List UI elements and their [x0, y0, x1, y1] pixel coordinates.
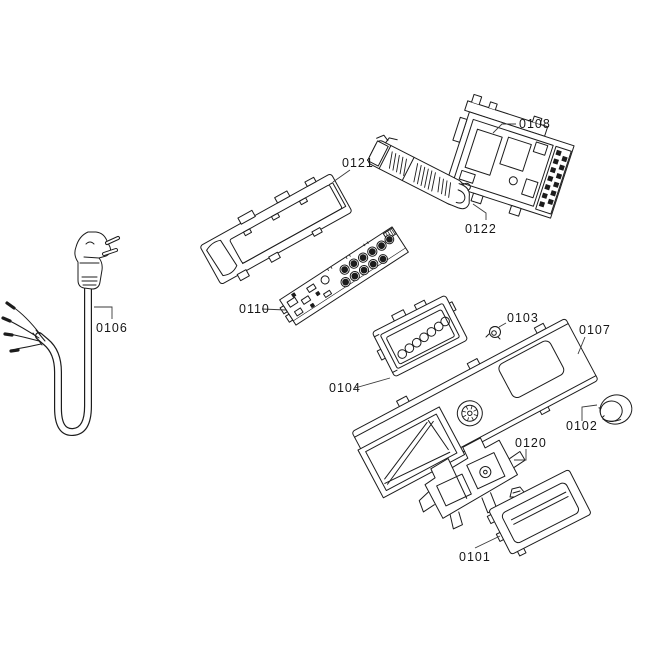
part-control-module: [445, 93, 575, 219]
label-0107: 0107: [579, 323, 611, 337]
label-0108: 0108: [519, 117, 551, 131]
label-0122: 0122: [465, 222, 497, 236]
drawer-surround: [357, 406, 466, 499]
label-0101: 0101: [459, 550, 491, 564]
part-drawer-front: [486, 469, 591, 557]
label-0103: 0103: [507, 311, 539, 325]
label-0104: 0104: [329, 381, 361, 395]
label-0106: 0106: [96, 321, 128, 335]
knob-hole: [456, 400, 483, 427]
part-small-button: [485, 326, 501, 340]
button-knobs-row-2: [340, 254, 388, 288]
label-0120: 0120: [515, 436, 547, 450]
part-display-frame: [372, 295, 468, 377]
label-0110: 0110: [239, 302, 270, 316]
part-power-cord: [1, 231, 120, 436]
part-labels: 0106 0121 0110 0122 0108 0104 0103 0107 …: [96, 117, 611, 564]
label-0102: 0102: [566, 419, 598, 433]
connector-teeth: [538, 149, 568, 208]
label-0121: 0121: [342, 156, 374, 170]
part-handle-bracket: [418, 437, 526, 530]
part-support-frame: [200, 173, 352, 285]
plug-body: [74, 231, 111, 290]
part-rotary-knob: [598, 394, 633, 425]
button-holes: [397, 316, 450, 359]
fin-hatching: [388, 151, 452, 198]
leader-lines: [94, 123, 598, 549]
part-facia-panel: [352, 318, 598, 499]
button-knobs-row-1: [339, 234, 395, 275]
part-finned-cover: [367, 134, 471, 210]
part-button-pcb: [279, 226, 409, 326]
